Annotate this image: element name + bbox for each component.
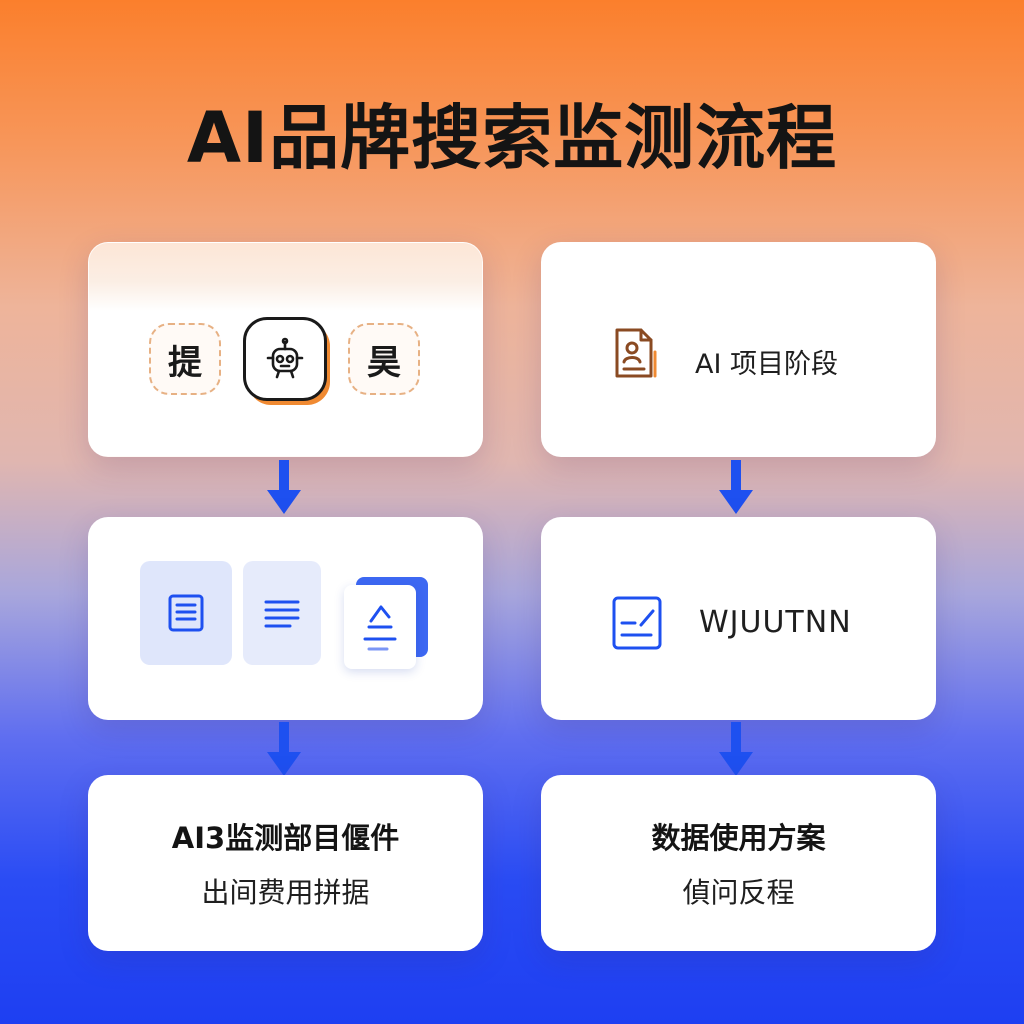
badge-left: 提: [149, 323, 221, 395]
edit-document-tile: [344, 585, 416, 669]
left-card-heading: AI3监测部目偃件: [171, 821, 400, 855]
robot-icon: [262, 336, 308, 382]
left-card-top: 提 昊: [88, 242, 483, 457]
badge-left-label: 提: [168, 342, 202, 383]
arrow-down-icon: [719, 722, 753, 776]
right-card-bottom: 数据使用方案 偵问反程: [541, 775, 936, 951]
left-card-subtext: 出间费用拼据: [201, 876, 370, 909]
arrow-down-icon: [267, 460, 301, 514]
document-user-icon: [611, 326, 661, 380]
right-card-top-label: AI 项目阶段: [695, 349, 839, 380]
arrow-down-icon: [719, 460, 753, 514]
document-tile: [140, 561, 232, 665]
edit-document-icon: [357, 599, 403, 655]
right-card-middle: WJUUTNN: [541, 517, 936, 720]
right-card-heading: 数据使用方案: [651, 821, 826, 855]
left-card-bottom: AI3监测部目偃件 出间费用拼据: [88, 775, 483, 951]
page-title: AI品牌搜索监测流程: [186, 97, 838, 179]
right-card-subtext: 偵问反程: [682, 876, 795, 909]
left-card-middle: [88, 517, 483, 720]
badge-right-label: 昊: [367, 342, 401, 383]
right-card-top: AI 项目阶段: [541, 242, 936, 457]
badge-right: 昊: [348, 323, 420, 395]
right-card-middle-label: WJUUTNN: [699, 605, 852, 640]
arrow-down-icon: [267, 722, 301, 776]
text-lines-icon: [262, 593, 302, 633]
edit-note-icon: [611, 595, 665, 651]
robot-badge: [243, 317, 327, 401]
text-lines-tile: [243, 561, 321, 665]
document-icon: [166, 593, 206, 633]
